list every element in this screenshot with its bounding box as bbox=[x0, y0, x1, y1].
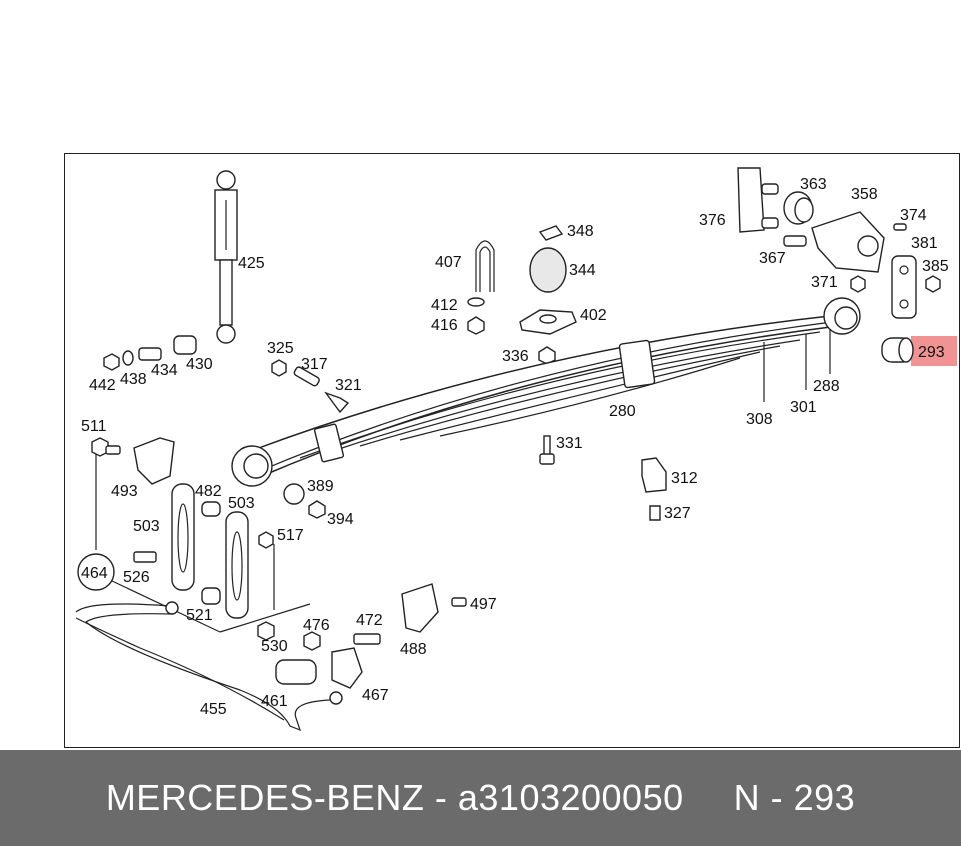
label-389: 389 bbox=[307, 478, 334, 495]
parts-diagram: 425 442 438 434 430 407 348 344 412 416 … bbox=[75, 167, 957, 732]
label-385: 385 bbox=[922, 258, 949, 275]
label-312: 312 bbox=[671, 470, 698, 487]
leader-lines bbox=[95, 330, 831, 633]
label-493: 493 bbox=[111, 483, 138, 500]
label-503a: 503 bbox=[228, 495, 255, 512]
shock-absorber bbox=[214, 170, 238, 344]
brand-name: MERCEDES-BENZ bbox=[105, 777, 425, 818]
label-394: 394 bbox=[327, 511, 354, 528]
label-327: 327 bbox=[664, 505, 691, 522]
part-labels: 425 442 438 434 430 407 348 344 412 416 … bbox=[81, 176, 949, 718]
label-376: 376 bbox=[699, 212, 726, 229]
footer-bar: MERCEDES-BENZ - a3103200050 N - 293 bbox=[0, 750, 961, 846]
stabilizer-bar bbox=[75, 553, 343, 732]
label-517: 517 bbox=[277, 527, 304, 544]
highlight-box bbox=[911, 336, 957, 366]
label-288: 288 bbox=[813, 378, 840, 395]
label-344: 344 bbox=[569, 262, 596, 279]
separator: - bbox=[434, 777, 448, 818]
label-363: 363 bbox=[800, 176, 827, 193]
reference-label: N - 293 bbox=[733, 777, 856, 818]
spring-bushing-293 bbox=[881, 337, 914, 363]
label-348: 348 bbox=[567, 223, 594, 240]
label-416: 416 bbox=[431, 317, 458, 334]
label-455: 455 bbox=[200, 701, 227, 718]
label-482: 482 bbox=[195, 483, 222, 500]
part-number: a3103200050 bbox=[457, 777, 684, 818]
label-472: 472 bbox=[356, 612, 383, 629]
label-293: 293 bbox=[918, 344, 945, 361]
label-430: 430 bbox=[186, 356, 213, 373]
label-301: 301 bbox=[790, 399, 817, 416]
label-308: 308 bbox=[746, 411, 773, 428]
label-526: 526 bbox=[123, 569, 150, 586]
label-438: 438 bbox=[120, 371, 147, 388]
label-381: 381 bbox=[911, 235, 938, 252]
label-371: 371 bbox=[811, 274, 838, 291]
label-476: 476 bbox=[303, 617, 330, 634]
u-bolt bbox=[475, 240, 495, 292]
label-336: 336 bbox=[502, 348, 529, 365]
label-367: 367 bbox=[759, 250, 786, 267]
diagram-frame bbox=[64, 153, 960, 748]
front-hanger-parts bbox=[91, 437, 467, 689]
label-412: 412 bbox=[431, 297, 458, 314]
axle-clamp-parts bbox=[467, 225, 577, 365]
leaf-spring bbox=[231, 297, 861, 487]
label-488: 488 bbox=[400, 641, 427, 658]
center-bolt-parts bbox=[539, 435, 667, 521]
label-402: 402 bbox=[580, 307, 607, 324]
label-407: 407 bbox=[435, 254, 462, 271]
label-358: 358 bbox=[851, 186, 878, 203]
label-434: 434 bbox=[151, 362, 178, 379]
label-497: 497 bbox=[470, 596, 497, 613]
label-425: 425 bbox=[238, 255, 265, 272]
label-461: 461 bbox=[261, 693, 288, 710]
label-442: 442 bbox=[89, 377, 116, 394]
label-374: 374 bbox=[900, 207, 927, 224]
label-325: 325 bbox=[267, 340, 294, 357]
label-464: 464 bbox=[81, 565, 108, 582]
label-503b: 503 bbox=[133, 518, 160, 535]
label-467: 467 bbox=[362, 687, 389, 704]
label-331: 331 bbox=[556, 435, 583, 452]
shock-hardware bbox=[103, 335, 197, 371]
label-321: 321 bbox=[335, 377, 362, 394]
pin-bolts bbox=[271, 359, 350, 414]
label-317: 317 bbox=[301, 356, 328, 373]
rear-bracket bbox=[737, 167, 941, 319]
label-530: 530 bbox=[261, 638, 288, 655]
label-511: 511 bbox=[81, 418, 107, 435]
label-521: 521 bbox=[186, 607, 213, 624]
label-280: 280 bbox=[609, 403, 636, 420]
